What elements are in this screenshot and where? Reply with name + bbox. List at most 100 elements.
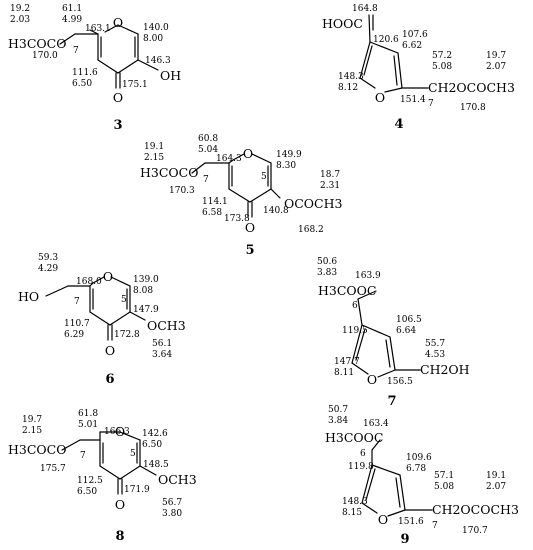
position-label: 5: [121, 295, 127, 305]
shift-h: 6.78: [406, 464, 426, 474]
shift-h: 4.53: [425, 350, 445, 360]
ring-oxygen: O: [113, 15, 123, 30]
compound-9: H3COOC O CH2OCOCH3 6 7 50.7 3.84 163.4 1…: [325, 405, 519, 547]
compound-number: 6: [105, 372, 114, 387]
shift-h: 8.12: [338, 83, 358, 93]
shift-c: 139.0: [133, 275, 159, 285]
shift-c: 147.7: [334, 357, 360, 367]
shift-c: 57.2: [432, 51, 452, 61]
shift-c: 151.6: [398, 517, 424, 527]
position-label: 6: [360, 449, 366, 459]
shift-c: 112.5: [77, 476, 103, 486]
shift-c: 110.7: [64, 319, 90, 329]
compound-3: O O H3COCO OH 7 19.2 2.03 61.1 4.99 163.…: [8, 4, 181, 133]
shift-h: 8.00: [143, 34, 163, 44]
shift-c: 19.7: [22, 415, 42, 425]
shift-h: 5.08: [432, 62, 452, 72]
shift-c: 119.8: [348, 462, 374, 472]
shift-c: 120.6: [373, 35, 399, 45]
shift-c: 168.0: [76, 277, 102, 287]
shift-c: 163.9: [355, 271, 381, 281]
shift-c: 164.3: [216, 154, 242, 164]
shift-c: 170.7: [462, 526, 488, 536]
shift-c: 18.7: [320, 170, 340, 180]
ester-group: H3COOC: [318, 283, 376, 298]
shift-h: 6.50: [72, 79, 92, 89]
shift-h: 6.50: [77, 487, 97, 497]
compound-number: 7: [387, 394, 396, 409]
acetoxy-group: H3COCO: [8, 442, 66, 457]
shift-c: 19.1: [144, 142, 164, 152]
shift-h: 2.07: [486, 62, 506, 72]
shift-c: 50.6: [317, 257, 337, 267]
shift-c: 156.5: [387, 377, 413, 387]
shift-c: 56.1: [152, 339, 172, 349]
shift-c: 56.7: [162, 498, 182, 508]
compound-number: 3: [113, 118, 122, 133]
position-label: 7: [80, 451, 86, 461]
shift-c: 60.8: [198, 134, 218, 144]
shift-h: 2.15: [144, 153, 164, 163]
shift-c: 109.6: [406, 453, 432, 463]
compound-8: O O H3COCO OCH3 7 5 19.7 2.15 61.8 5.01 …: [8, 409, 197, 544]
shift-h: 3.80: [162, 509, 182, 519]
compound-number: 8: [115, 529, 124, 544]
acetoxy-group: H3COCO: [140, 165, 198, 180]
carbonyl-oxygen: O: [113, 90, 123, 105]
hydroxyl-group: HO: [18, 289, 39, 304]
shift-h: 6.50: [142, 440, 162, 450]
shift-c: 148.3: [342, 497, 368, 507]
shift-h: 4.29: [38, 264, 58, 274]
shift-c: 140.8: [263, 206, 289, 216]
shift-c: 173.8: [224, 214, 250, 224]
shift-c: 59.3: [38, 253, 58, 263]
shift-c: 163.1: [85, 24, 111, 34]
position-label: 6: [352, 301, 358, 311]
shift-c: 19.2: [10, 4, 30, 14]
shift-h: 4.99: [62, 15, 82, 25]
ring-oxygen: O: [367, 372, 377, 387]
carbonyl-oxygen: O: [245, 220, 255, 235]
ring-oxygen: O: [115, 424, 125, 439]
shift-h: 8.15: [342, 508, 362, 518]
shift-h: 5.08: [434, 482, 454, 492]
shift-c: 119.5: [342, 326, 368, 336]
compound-4: HOOC O CH2OCOCH3 7 164.8 120.6 107.6 6.6…: [322, 4, 515, 132]
shift-h: 3.64: [152, 350, 172, 360]
acetoxymethyl-group: CH2OCOCH3: [432, 502, 519, 517]
shift-c: 61.1: [62, 4, 82, 14]
shift-c: 164.8: [352, 4, 378, 14]
shift-c: 170.3: [169, 186, 195, 196]
shift-c: 149.9: [276, 150, 302, 160]
shift-c: 163.4: [363, 419, 389, 429]
shift-c: 170.8: [460, 103, 486, 113]
shift-c: 107.6: [402, 30, 428, 40]
position-label: 7: [74, 297, 80, 307]
compound-7: H3COOC O CH2OH 6 50.6 3.83 163.9 119.5 1…: [317, 257, 470, 409]
acetoxymethyl-group: CH2OCOCH3: [428, 80, 515, 95]
position-label: 7: [73, 46, 79, 56]
shift-h: 6.29: [64, 330, 84, 340]
carbonyl-oxygen: O: [115, 497, 125, 512]
shift-c: 19.1: [486, 471, 506, 481]
shift-c: 151.4: [400, 95, 426, 105]
shift-h: 2.03: [10, 15, 30, 25]
shift-h: 5.01: [78, 420, 98, 430]
shift-c: 148.5: [143, 460, 169, 470]
shift-c: 55.7: [425, 339, 445, 349]
carboxyl-group: HOOC: [322, 16, 363, 31]
compound-number: 4: [394, 117, 403, 132]
shift-h: 6.64: [396, 326, 416, 336]
ring-oxygen: O: [103, 269, 113, 284]
compound-6: O O HO OCH3 7 5 59.3 4.29 168.0 139.0 8.…: [18, 253, 186, 387]
shift-h: 2.31: [320, 181, 340, 191]
shift-c: 146.3: [145, 56, 171, 66]
shift-c: 147.9: [133, 305, 159, 315]
ring-oxygen: O: [243, 146, 253, 161]
shift-c: 61.8: [78, 409, 98, 419]
shift-c: 57.1: [434, 471, 454, 481]
shift-c: 19.7: [486, 51, 506, 61]
shift-c: 142.6: [142, 429, 168, 439]
methoxy-group: OCH3: [147, 318, 186, 333]
